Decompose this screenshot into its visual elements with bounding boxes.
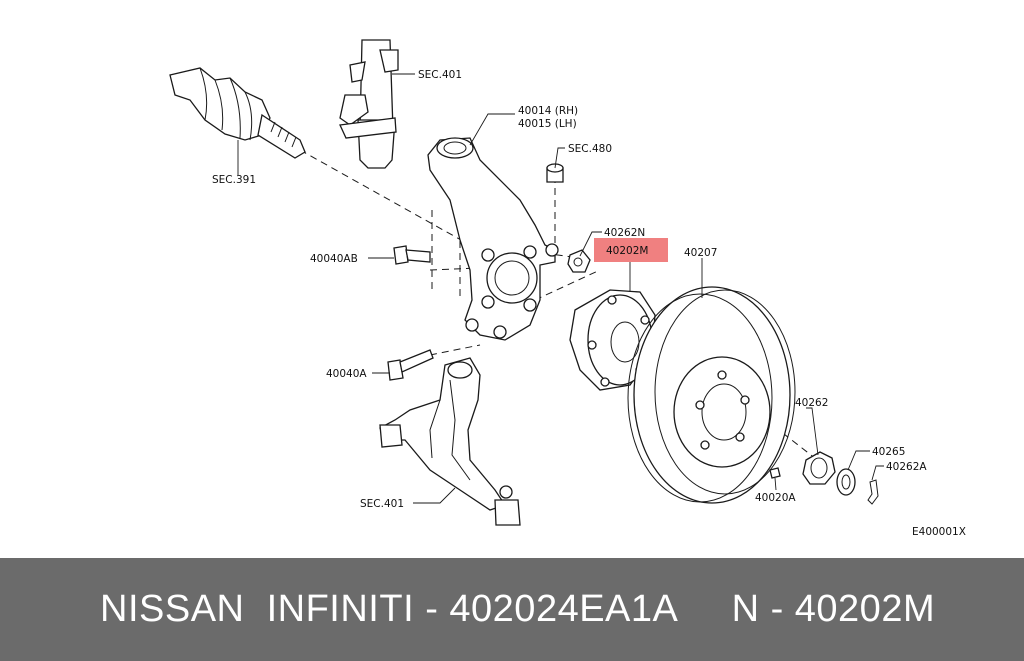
label-sec391: SEC.391: [212, 174, 256, 186]
label-40202m: 40202M: [606, 245, 648, 257]
label-40020a: 40020A: [755, 492, 796, 504]
axle-nut-40262: [802, 451, 836, 485]
parts-diagram: SEC.401 40014 (RH) 40015 (LH) SEC.480 SE…: [169, 39, 966, 538]
lower-arm: [379, 357, 521, 526]
strut: [339, 39, 399, 169]
label-40262a: 40262A: [886, 461, 927, 473]
label-40262n: 40262N: [604, 227, 645, 239]
label-40040ab: 40040AB: [310, 253, 358, 265]
bolt-40040a: [387, 349, 434, 381]
brake-rotor: [627, 286, 796, 504]
label-sec401-bottom: SEC.401: [360, 498, 404, 510]
bolt-40040ab: [393, 245, 431, 265]
cotter-pin-40262a: [867, 479, 879, 505]
cap-40265: [836, 468, 856, 496]
label-knuckle-lh: 40015 (LH): [518, 118, 577, 130]
label-40265: 40265: [872, 446, 905, 458]
label-40207: 40207: [684, 247, 717, 259]
label-sec401-top: SEC.401: [418, 69, 462, 81]
label-sec480: SEC.480: [568, 143, 612, 155]
hub-bearing: [569, 289, 656, 391]
label-knuckle-rh: 40014 (RH): [518, 105, 578, 117]
nut-40262n: [567, 249, 591, 273]
figure-code: E400001X: [912, 526, 966, 538]
steering-knuckle: [427, 137, 559, 341]
part-number-caption: NISSAN INFINITI - 402024EA1A N - 40202M: [100, 588, 936, 630]
footer-bar: NISSAN INFINITI - 402024EA1A N - 40202M: [0, 558, 1024, 661]
label-40040a: 40040A: [326, 368, 367, 380]
label-40262: 40262: [795, 397, 828, 409]
leader-lines: [237, 73, 884, 504]
screw-40020a: [769, 467, 781, 479]
drive-shaft: [169, 67, 306, 159]
part-highlight: [594, 238, 668, 262]
